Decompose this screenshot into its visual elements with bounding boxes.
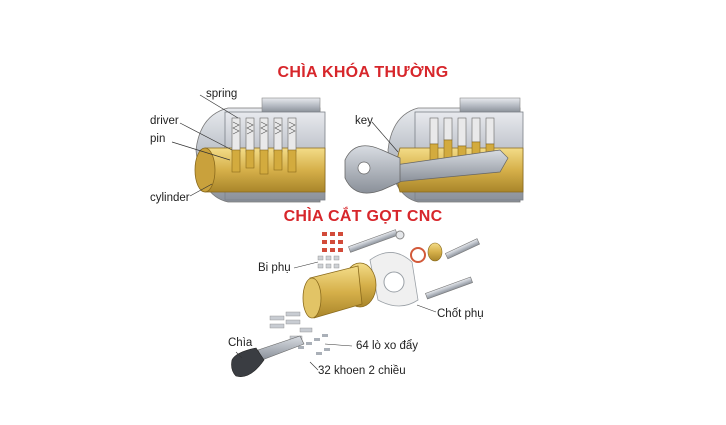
label-spring: spring <box>206 88 238 100</box>
label-khoen: 32 khoen 2 chiều <box>318 365 406 377</box>
label-driver: driver <box>150 115 179 127</box>
label-bi-phu: Bi phụ <box>258 262 291 274</box>
label-chia: Chìa <box>228 337 253 349</box>
label-key: key <box>355 115 373 127</box>
cylinder-lock-left <box>171 94 326 203</box>
title-regular-key: CHÌA KHÓA THƯỜNG <box>277 64 449 81</box>
cnc-exploded-view <box>231 229 480 377</box>
title-cnc-key: CHÌA CẮT GỌT CNC <box>283 208 443 225</box>
label-chot-phu: Chốt phụ <box>437 308 484 320</box>
label-pin: pin <box>150 133 166 145</box>
cylinder-lock-right <box>344 97 524 203</box>
label-lo-xo: 64 lò xo đẩy <box>356 340 419 352</box>
label-cylinder: cylinder <box>150 192 190 204</box>
